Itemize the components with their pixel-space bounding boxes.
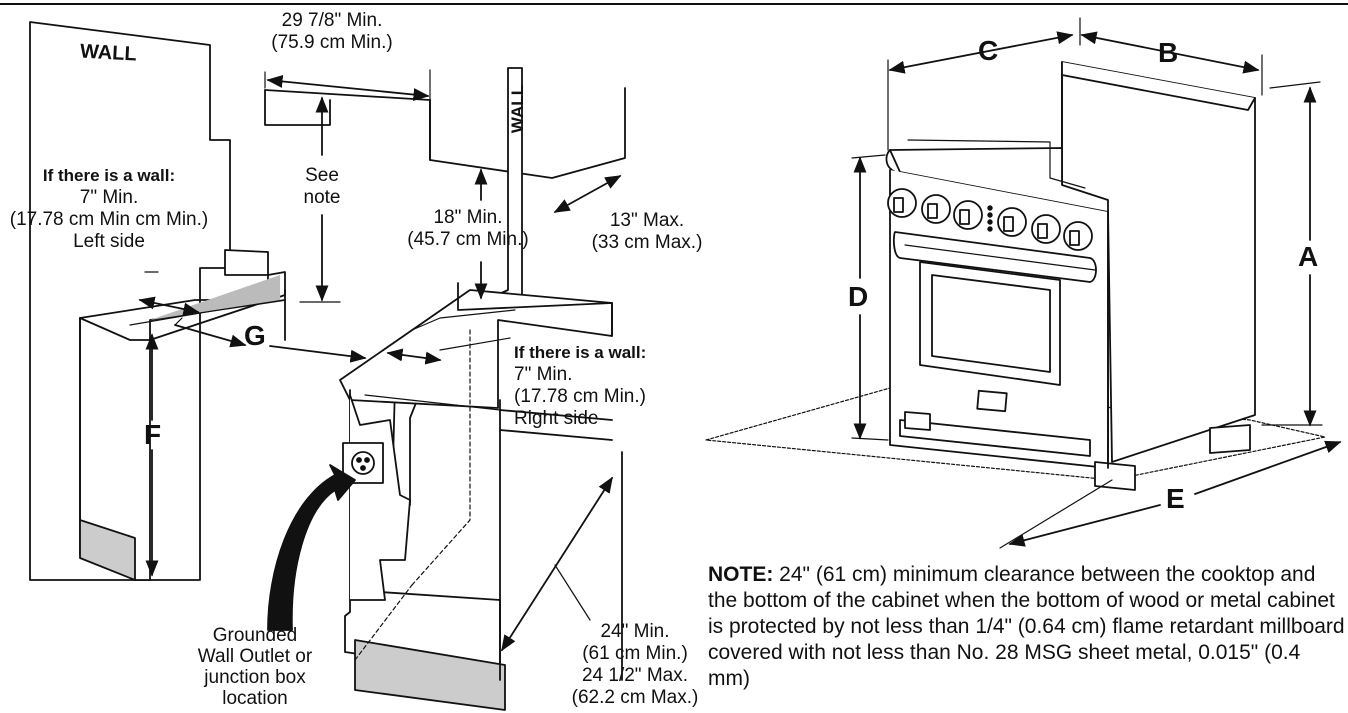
- wall-label-right: WALL: [508, 84, 528, 134]
- dim-letter-g: G: [244, 320, 266, 351]
- outlet-arrow: [267, 464, 356, 631]
- dimension-lines-range: [851, 17, 1342, 549]
- cabinet-height-label: 24" Min. (61 cm Min.) 24 1/2" Max. (62.2…: [571, 621, 699, 708]
- outlet-location-label: Grounded Wall Outlet or junction box loc…: [197, 625, 313, 709]
- dim-letter-d: D: [848, 281, 869, 312]
- range-body: [885, 61, 1256, 491]
- see-note-label: See note: [303, 165, 341, 208]
- wall-label-left: WALL: [79, 40, 138, 66]
- dim-letter-c: C: [978, 35, 999, 66]
- upper-clearance-label: 18" Min. (45.7 cm Min.): [407, 207, 529, 250]
- dim-letter-f: F: [144, 419, 162, 450]
- right-wall-clearance-label: If there is a wall: 7" Min. (17.78 cm Mi…: [514, 343, 647, 429]
- range-knobs: [887, 188, 1093, 251]
- dim-letter-b: B: [1158, 37, 1179, 68]
- top-clearance-label: 29 7/8" Min. (75.9 cm Min.): [271, 10, 393, 53]
- clearance-note: NOTE: 24" (61 cm) minimum clearance betw…: [708, 562, 1348, 692]
- left-wall-clearance-label: If there is a wall: 7" Min. (17.78 cm Mi…: [9, 166, 209, 252]
- right-wall-strip: [391, 67, 523, 506]
- dimension-lines-left: [138, 69, 622, 652]
- cabinet-depth-label: 13" Max. (33 cm Max.): [591, 210, 703, 253]
- range-floor-outline: [705, 387, 1326, 481]
- dim-letter-a: A: [1298, 241, 1319, 272]
- note-body: 24" (61 cm) minimum clearance between th…: [708, 563, 1345, 690]
- dim-letter-e: E: [1166, 483, 1185, 514]
- note-heading: NOTE:: [708, 563, 774, 586]
